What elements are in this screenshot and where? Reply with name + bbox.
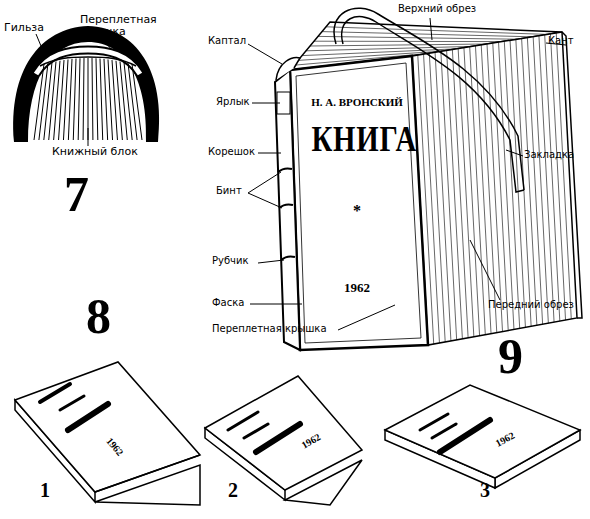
headband [276,58,300,80]
part-name: Бинт [216,186,256,197]
item-number: 1 [40,480,60,501]
part-name: Закладка [524,150,590,161]
back-cover-edge [562,32,582,318]
part-name: Каптал [208,36,258,47]
hatch-line [527,38,542,325]
figure-number: 8 [86,290,126,343]
hatch-line [539,36,554,322]
part-name: Ярлык [216,97,266,108]
item-number: 2 [228,480,248,501]
hatch-line [83,58,85,140]
hatch-line [96,58,98,140]
cover-bevel [296,63,421,343]
book-drawing [248,8,582,350]
part-name: Гильза [4,22,74,34]
leader-line [36,34,46,58]
part-name: Передний обрез [488,300,588,311]
hatch-line [493,43,508,330]
hatch-line [487,44,503,332]
author-name: Н. А. ВРОНСКИЙ [300,96,414,108]
book-cover: Н. А. ВРОНСКИЙ КНИГА * 1962 [300,84,414,340]
hatch-line [464,48,480,336]
part-name: Рубчик [212,256,262,267]
hatch-line [34,64,44,140]
hatch-line [100,59,103,140]
part-name: Фаска [212,298,262,309]
part-name: Переплетная крышка [80,14,160,37]
star-mark: * [300,202,414,220]
hatch-line [78,58,80,140]
part-name: Переплетная крышка [212,324,352,335]
hatch-line [59,60,64,140]
cross-section [13,26,159,146]
leader-line [100,36,112,50]
hatch-line [104,59,108,140]
hatch-line [63,59,68,140]
block-edge [40,57,136,66]
hatch-line [310,44,487,46]
page-lines [418,33,572,344]
hatch-line [504,41,519,328]
spine [275,70,300,350]
leader-lines [248,18,566,330]
hatch-line [124,62,132,140]
fore-edge [412,32,577,345]
part-name: Книжный блок [52,146,152,158]
part-name: Кант [548,36,588,47]
hatch-line [545,35,560,321]
hatch-line [522,38,537,325]
hatch-line [556,33,571,319]
small-books [15,362,580,505]
hatch-line [44,62,52,140]
part-name: Верхний обрез [398,4,498,15]
hatch-line [88,58,89,140]
spine-band [278,168,292,172]
hatch-line [92,58,94,140]
book-year: 1962 [300,280,414,296]
hatch-line [132,64,142,140]
hatch-line [475,46,491,334]
hatch-line [108,59,113,140]
hatch-line [499,42,514,329]
item-number: 3 [480,480,500,501]
part-name: Корешок [208,147,268,158]
figure-number: 9 [498,330,538,383]
hatch-line [326,27,547,35]
leader-line [88,128,89,146]
figure-number: 7 [64,168,104,221]
hatch-line [322,32,532,37]
hatch-line [458,49,474,337]
front-cover [290,56,428,350]
book-title: КНИГА [311,118,402,160]
hatch-line [120,62,127,140]
hatch-line [470,47,486,335]
hatch-line [73,59,76,140]
hatch-line [128,63,137,140]
hatch-line [550,34,565,320]
book-block-lines [34,58,142,140]
hatch-line [39,63,48,140]
cover-shape [13,26,159,142]
spine-band [281,256,295,260]
hatch-line [533,37,548,324]
hatch-line [68,59,72,140]
